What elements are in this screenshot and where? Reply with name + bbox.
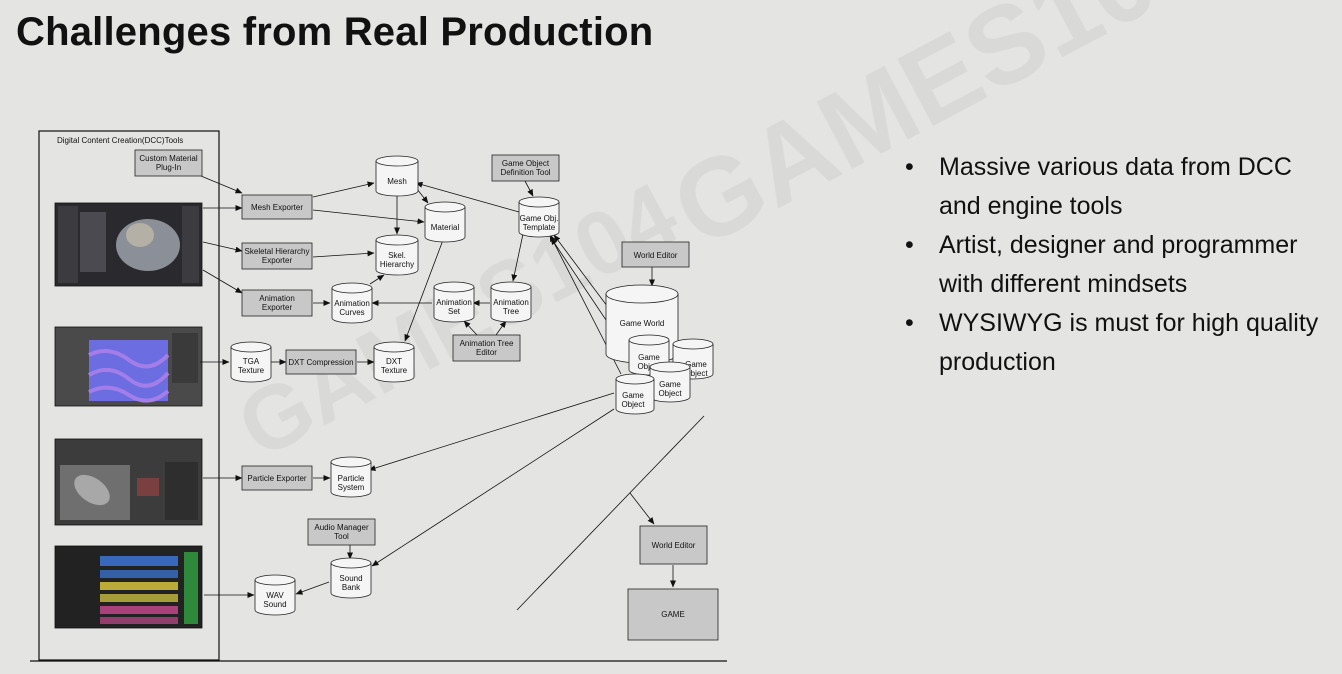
node-world-editor-bottom: World Editor — [639, 525, 708, 565]
bullet-list: Massive various data from DCC and engine… — [905, 148, 1335, 382]
svg-text:Material: Material — [431, 223, 460, 232]
svg-text:Game World: Game World — [620, 319, 665, 328]
svg-text:World Editor: World Editor — [634, 251, 678, 260]
svg-text:Skel.Hierarchy: Skel.Hierarchy — [380, 251, 414, 269]
node-world-editor-top: World Editor — [621, 241, 690, 268]
svg-text:DXT Compression: DXT Compression — [288, 358, 353, 367]
svg-text:Mesh Exporter: Mesh Exporter — [251, 203, 303, 212]
svg-text:Mesh: Mesh — [387, 177, 407, 186]
svg-text:GAME: GAME — [661, 610, 685, 619]
node-mesh-exporter: Mesh Exporter — [241, 194, 313, 220]
svg-text:World Editor: World Editor — [652, 541, 696, 550]
dcc-thumbnail-particle-tool — [54, 438, 203, 526]
svg-text:Game Obj.Template: Game Obj.Template — [520, 214, 559, 232]
dcc-tools-panel — [38, 130, 220, 661]
node-game-obj-template: Game Obj.Template — [518, 196, 560, 238]
node-dxt-compression: DXT Compression — [285, 349, 357, 375]
bullet-item: WYSIWYG is must for high quality product… — [905, 304, 1335, 382]
node-game: GAME — [627, 588, 719, 641]
node-particle-exporter: Particle Exporter — [241, 465, 313, 491]
dcc-thumbnail-audio-tool — [54, 545, 203, 629]
node-material: Material — [424, 201, 466, 243]
dcc-thumbnail-3d-modeling — [54, 202, 203, 287]
dcc-thumbnail-texture-editor — [54, 326, 203, 407]
bullet-item: Massive various data from DCC and engine… — [905, 148, 1335, 226]
node-mesh: Mesh — [375, 155, 419, 197]
node-skel-hierarchy: Skel.Hierarchy — [375, 234, 419, 276]
dcc-tools-label: Digital Content Creation(DCC)Tools — [57, 136, 183, 145]
bullet-item: Artist, designer and programmer with dif… — [905, 226, 1335, 304]
svg-text:Particle Exporter: Particle Exporter — [247, 474, 306, 483]
slide-title: Challenges from Real Production — [16, 10, 654, 54]
